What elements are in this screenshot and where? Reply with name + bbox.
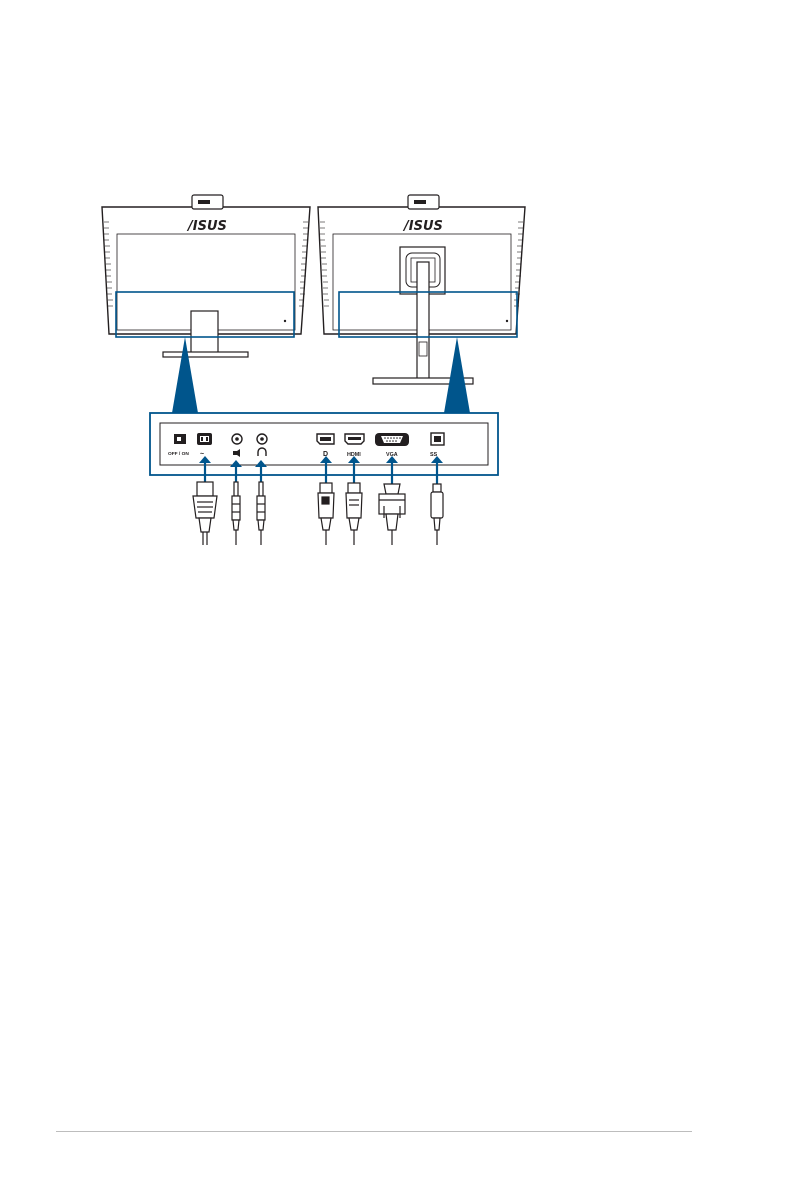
displayport-cable-icon — [318, 483, 334, 545]
ac-inlet-icon — [197, 433, 212, 445]
power-cord-icon — [193, 482, 217, 545]
vga-icon — [375, 433, 409, 446]
hdmi-cable-icon — [346, 483, 362, 545]
left-monitor-rear: /ISUS — [102, 195, 310, 357]
brand-logo: /ISUS — [402, 219, 443, 234]
footer-divider — [56, 1131, 692, 1132]
usb-cable-icon — [431, 484, 443, 545]
hdmi-icon — [345, 434, 364, 444]
brand-logo: /ISUS — [186, 219, 227, 234]
power-switch-icon — [174, 434, 186, 444]
callout-pointer-right — [444, 337, 470, 413]
headphone-cable-icon — [257, 482, 265, 545]
vga-cable-icon — [379, 484, 405, 545]
audio-cable-icon — [232, 482, 240, 545]
ac-inlet-label: ~ — [200, 451, 204, 458]
cables — [193, 482, 443, 545]
displayport-icon — [317, 434, 334, 444]
right-monitor-rear: /ISUS — [318, 195, 525, 384]
power-switch-label: OFF / ON — [168, 451, 189, 457]
usb-upstream-icon — [431, 433, 444, 445]
port-panel: OFF / ON ~ D — [150, 413, 498, 475]
